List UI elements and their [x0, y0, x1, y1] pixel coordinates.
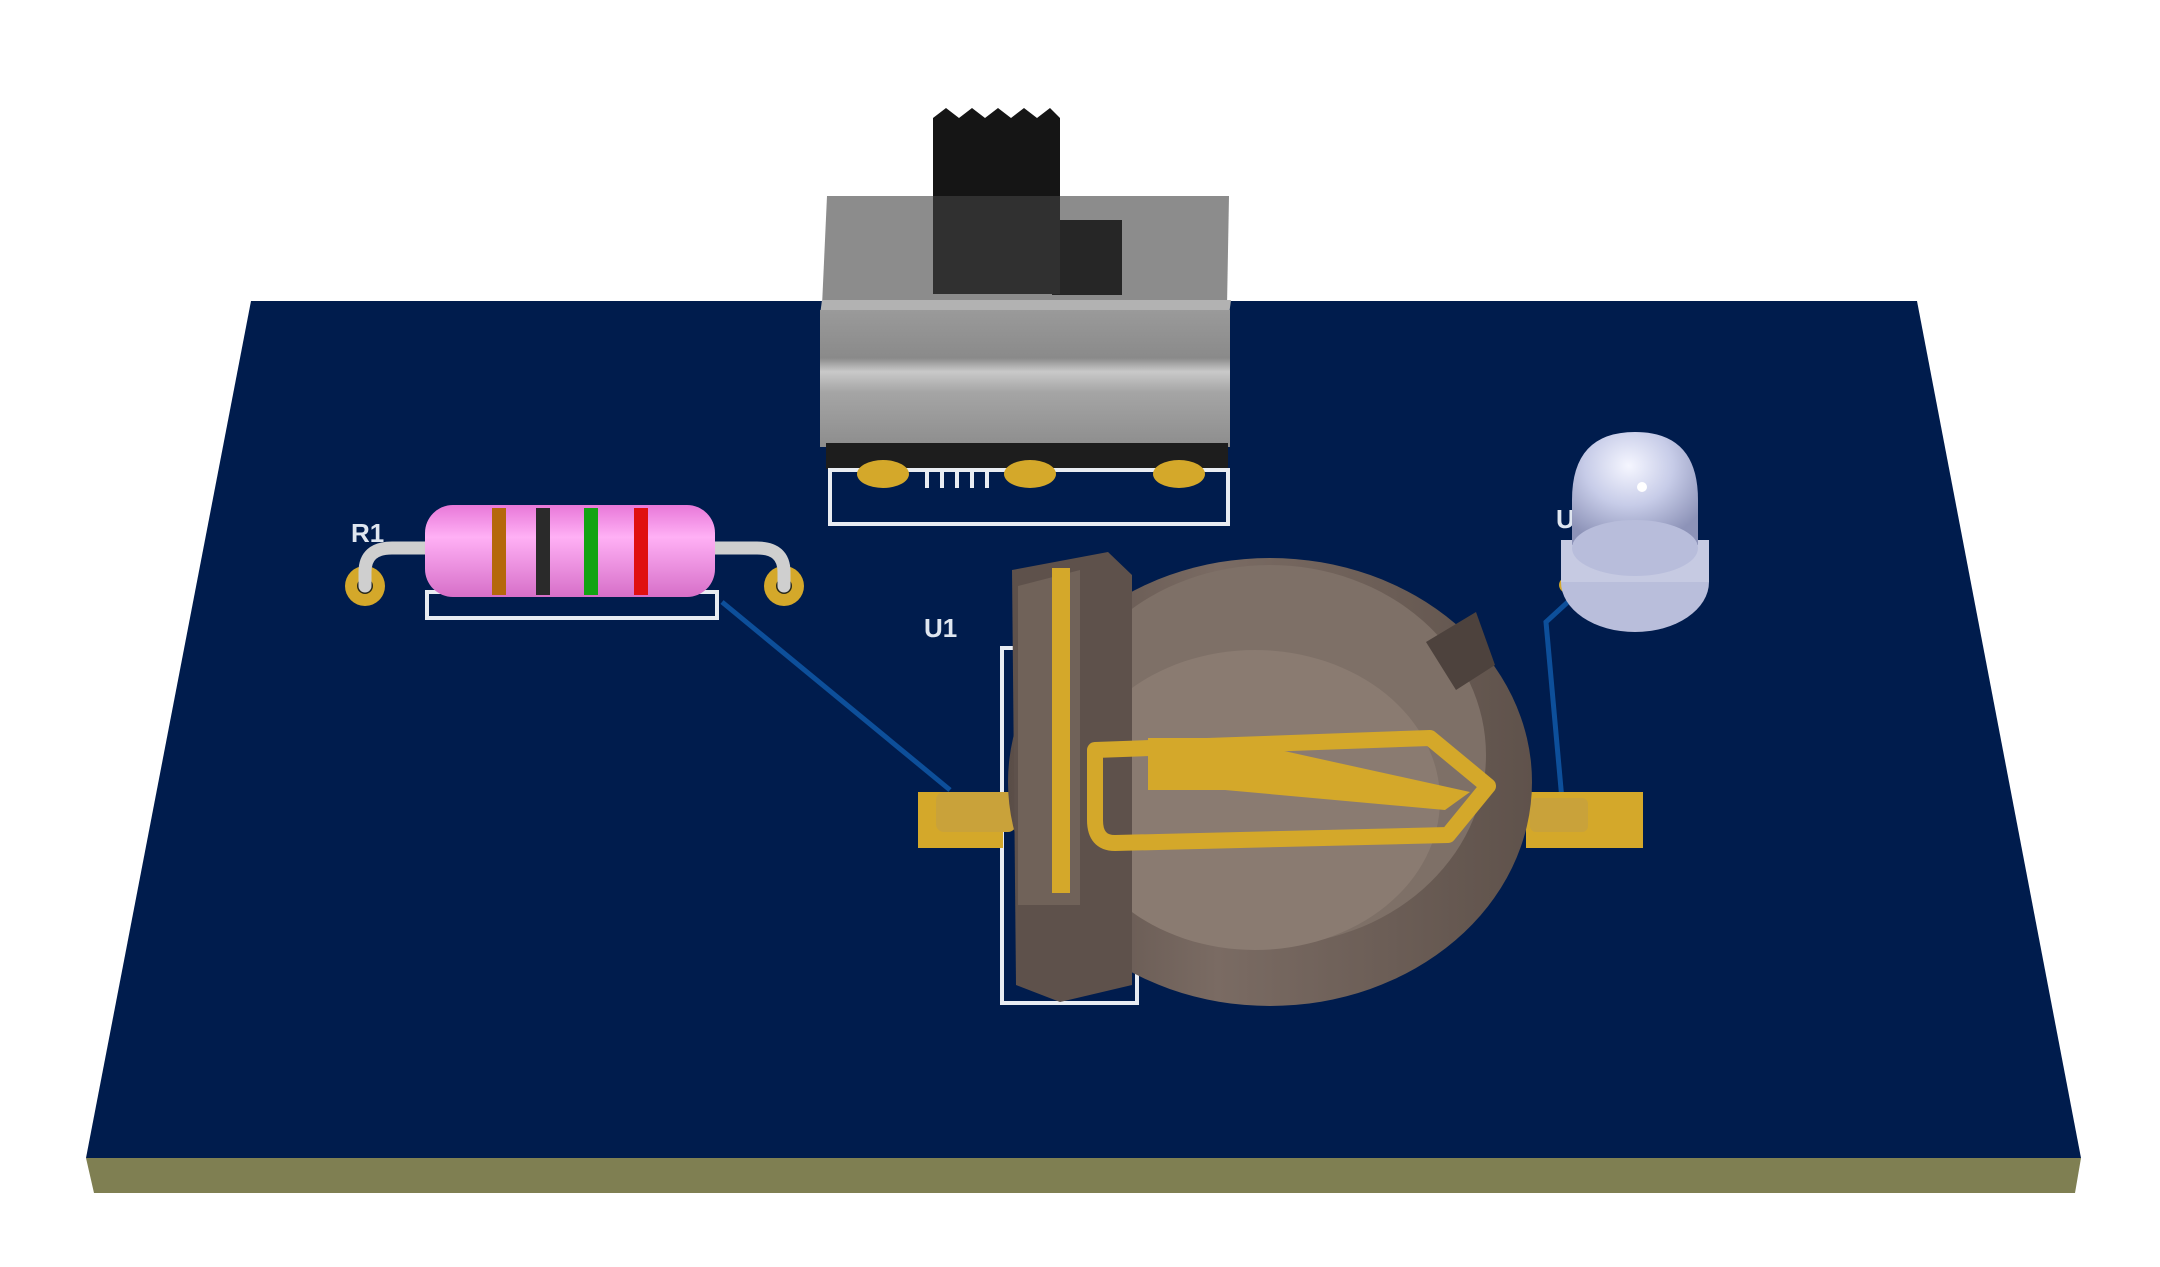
- trace-led-to-holder: [1543, 598, 1572, 801]
- switch-pad-1: [857, 460, 909, 488]
- holder-spring-tongue: [1148, 738, 1470, 810]
- resistor-r1[interactable]: R1: [345, 505, 804, 620]
- switch-pin-mark-1: [925, 468, 929, 488]
- trace-resistor-to-holder: [720, 600, 952, 792]
- holder-clip-left: [1018, 570, 1080, 905]
- led-dome-base: [1572, 520, 1698, 576]
- switch-slot: [1052, 220, 1122, 295]
- switch-pin-mark-2: [940, 468, 944, 488]
- resistor-band-1: [492, 508, 506, 595]
- holder-brass-strip: [1052, 568, 1070, 893]
- board-edge: [86, 1158, 2081, 1193]
- switch-knob-top: [933, 108, 1060, 198]
- led-dome: [1572, 432, 1698, 545]
- resistor-lead-left: [358, 541, 437, 593]
- resistor-lead-right: [708, 541, 791, 593]
- led-highlight: [1637, 482, 1647, 492]
- switch-pin-mark-3: [955, 468, 959, 488]
- holder-floor: [1070, 650, 1440, 950]
- switch-knob-front: [933, 196, 1060, 294]
- holder-spring-contact: [1087, 730, 1496, 851]
- holder-contact-right: [1530, 798, 1588, 832]
- slide-switch[interactable]: [820, 108, 1231, 526]
- switch-pad-2: [1004, 460, 1056, 488]
- led-designator: U: [1556, 504, 1575, 534]
- coin-cell-holder-u1[interactable]: U1: [918, 552, 1643, 1006]
- switch-pad-3: [1153, 460, 1205, 488]
- resistor-band-4: [634, 508, 648, 595]
- resistor-band-2: [536, 508, 550, 595]
- holder-designator: U1: [924, 613, 957, 643]
- holder-contact-left: [936, 792, 1016, 832]
- resistor-body: [425, 505, 715, 597]
- copper-traces: [720, 598, 1572, 801]
- led-component[interactable]: U: [1556, 432, 1709, 632]
- switch-pin-mark-4: [970, 468, 974, 488]
- switch-pads: [857, 460, 1205, 488]
- resistor-band-3: [584, 508, 598, 595]
- switch-pin-mark-5: [985, 468, 989, 488]
- switch-body: [820, 310, 1230, 447]
- resistor-designator: R1: [351, 518, 384, 548]
- holder-notch: [1426, 612, 1495, 690]
